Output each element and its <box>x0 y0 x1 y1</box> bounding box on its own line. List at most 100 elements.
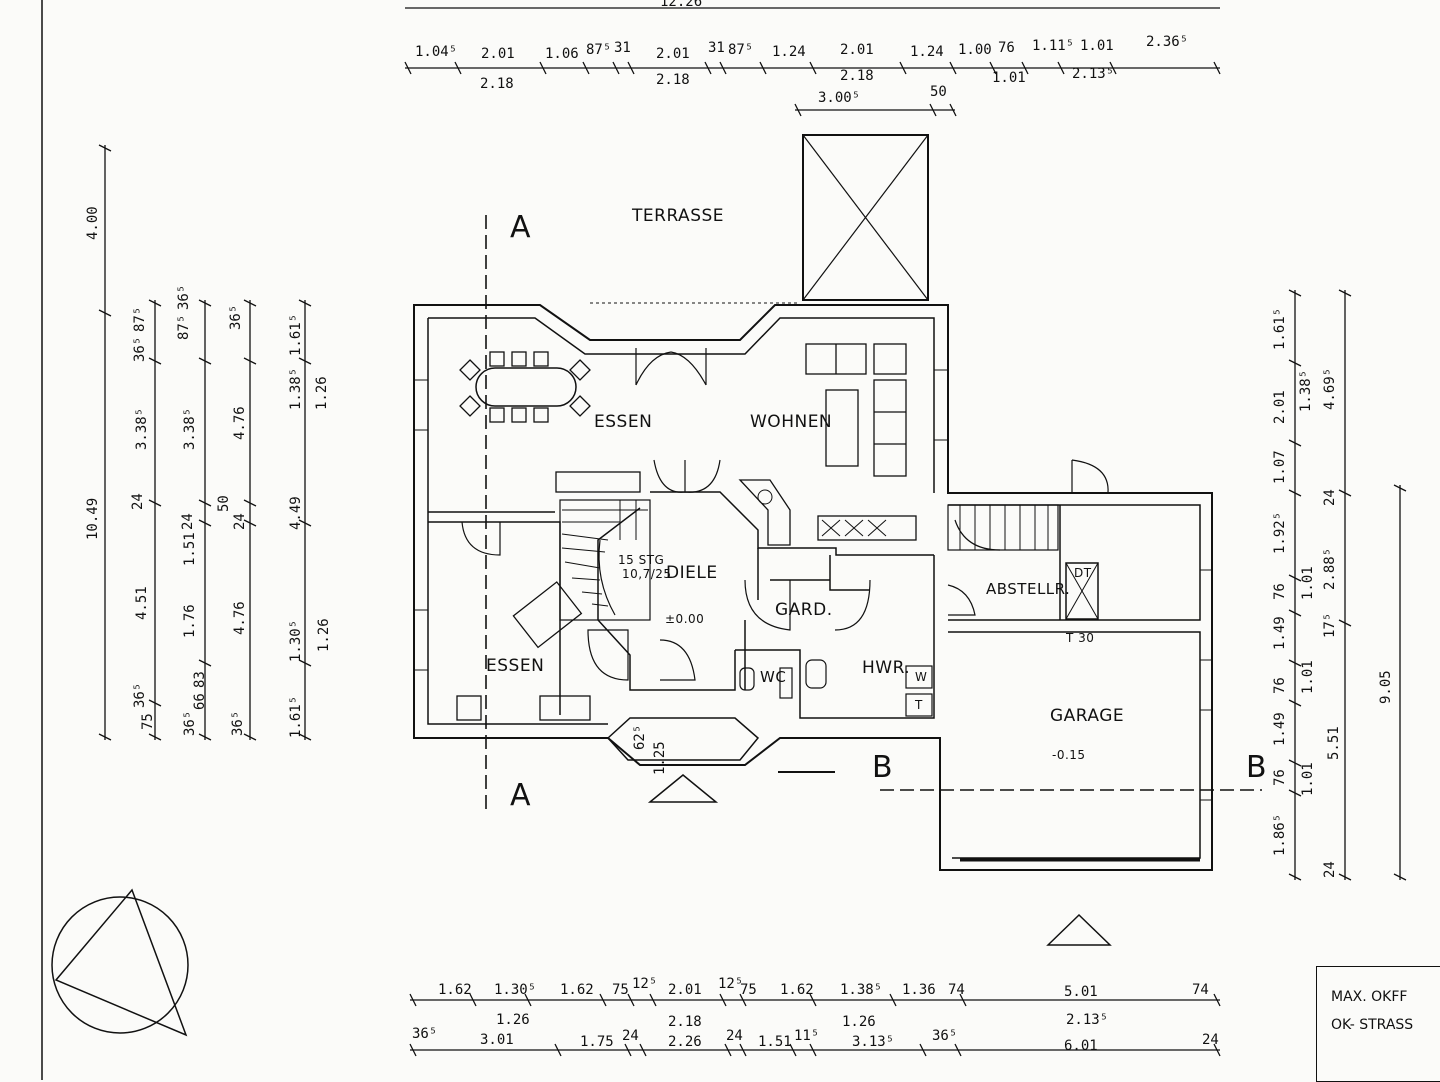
dim-bottom: 1.62 <box>438 982 472 998</box>
dim-left-col2: 24 <box>130 493 146 510</box>
dim-top: 1.11⁵ <box>1032 38 1075 54</box>
dim-right-col4: 9.05 <box>1378 670 1394 704</box>
dim-right-col1: 1.49 <box>1272 712 1288 746</box>
dim-bottom-row3: 24 <box>1202 1032 1219 1048</box>
room-label-hwr: HWR. <box>862 658 911 678</box>
dim-top-row2: 2.18 <box>480 76 514 92</box>
dim-bottom: 1.30⁵ <box>494 982 537 998</box>
dim-right-col2: 24 <box>1322 861 1338 878</box>
dim-right-col1: 2.01 <box>1272 390 1288 424</box>
dim-bottom-row3: 24 <box>622 1028 639 1044</box>
dim-bottom: 74 <box>1192 982 1209 998</box>
dim-bottom-row2: 1.26 <box>842 1014 876 1030</box>
dim-right-col1: 1.92⁵ <box>1272 511 1288 554</box>
dim-top: 1.01 <box>1080 38 1114 54</box>
room-label-wohnen: WOHNEN <box>750 412 833 432</box>
dim-canopy: 3.00⁵ <box>818 90 861 106</box>
dim-top: 2.01 <box>481 46 515 62</box>
room-label-terrasse: TERRASSE <box>632 206 725 226</box>
dim-canopy: 50 <box>930 84 947 100</box>
dim-left-col4: 4.76 <box>232 406 248 440</box>
dim-bottom-row3: 1.51 <box>758 1034 792 1050</box>
dim-left-col3: 83 <box>192 671 208 688</box>
dim-left-col4: 50 <box>216 495 232 512</box>
dim-right-col1: 76 <box>1272 583 1288 600</box>
dim-top: 1.04⁵ <box>415 44 458 60</box>
dim-left-col3: 87⁵ <box>176 314 192 340</box>
dim-bottom-row3: 3.13⁵ <box>852 1034 895 1050</box>
dim-left-col2: 87⁵ <box>132 306 148 332</box>
dim-top: 2.01 <box>840 42 874 58</box>
dim-left-col1: 4.00 <box>85 206 101 240</box>
dim-bottom: 12⁵ <box>718 976 744 992</box>
dim-bottom-row3: 3.01 <box>480 1032 514 1048</box>
dim-bottom-row2: 2.13⁵ <box>1066 1012 1109 1028</box>
dim-right-col1: 76 <box>1272 769 1288 786</box>
dim-top: 1.24 <box>772 44 806 60</box>
dim-top: 76 <box>998 40 1015 56</box>
chimney-label: DT <box>1074 566 1092 580</box>
dim-left-col2: 75 <box>140 713 156 730</box>
room-label-essen-main: ESSEN <box>594 412 653 432</box>
dim-top: 1.24 <box>910 44 944 60</box>
dim-bay: 62⁵ <box>632 724 648 750</box>
dim-bottom: 74 <box>948 982 965 998</box>
section-a-bottom: A <box>510 778 532 813</box>
dim-bottom: 1.62 <box>780 982 814 998</box>
dim-bottom-row2: 1.26 <box>496 1012 530 1028</box>
dim-bottom: 12⁵ <box>632 976 658 992</box>
door-rating: T 30 <box>1066 631 1095 645</box>
dim-left-col5: 4.49 <box>288 496 304 530</box>
section-a-top: A <box>510 210 532 245</box>
room-label-essen-small: ESSEN <box>486 656 545 676</box>
room-label-abstellr: ABSTELLR. <box>986 580 1071 598</box>
dim-top: 1.06 <box>545 46 579 62</box>
title-block: MAX. OKFF OK- STRASS <box>1316 966 1440 1082</box>
dim-right-col3: 5.51 <box>1326 726 1342 760</box>
dim-top: 31 <box>708 40 725 56</box>
dim-left-col3: 1.51 <box>182 532 198 566</box>
dim-left-col5: 1.61⁵ <box>288 313 304 356</box>
dim-left-col2: 36⁵ <box>132 336 148 362</box>
dim-right-col2: 24 <box>1322 489 1338 506</box>
room-label-diele: DIELE <box>666 563 718 583</box>
room-label-garage: GARAGE <box>1050 706 1125 726</box>
dim-bottom-row3: 11⁵ <box>794 1028 820 1044</box>
dim-top: 87⁵ <box>728 42 754 58</box>
dim-left-col2: 4.51 <box>134 586 150 620</box>
dim-left-col2: 3.38⁵ <box>134 407 150 450</box>
washer-label: W <box>915 670 928 684</box>
dim-right-col3: 4.69⁵ <box>1322 367 1338 410</box>
diele-level: ±0.00 <box>665 612 705 626</box>
dim-bottom: 1.62 <box>560 982 594 998</box>
section-b-left: B <box>872 750 894 785</box>
stair-steps: 15 STG <box>618 553 665 567</box>
dim-top-row2: 2.13⁵ <box>1072 66 1115 82</box>
dim-right-col1: 76 <box>1272 677 1288 694</box>
section-b-right: B <box>1246 750 1268 785</box>
room-label-gard: GARD. <box>775 600 833 620</box>
dim-right-col3: 2.88⁵ <box>1322 547 1338 590</box>
dim-bottom: 5.01 <box>1064 984 1098 1000</box>
dim-bottom: 1.38⁵ <box>840 982 883 998</box>
dryer-label: T <box>915 698 923 712</box>
dim-bottom: 1.36 <box>902 982 936 998</box>
title-block-line2: OK- STRASS <box>1331 1017 1414 1033</box>
dim-bottom: 75 <box>612 982 629 998</box>
dim-top: 87⁵ <box>586 42 612 58</box>
dim-left-col3: 36⁵ <box>182 710 198 736</box>
dim-left-col5: 1.38⁵ <box>288 367 304 410</box>
dim-top-overall: 12.26 <box>660 0 703 10</box>
dim-left-col6: 1.26 <box>316 618 332 652</box>
dim-left-col3: 24 <box>180 513 196 530</box>
dim-top: 31 <box>614 40 631 56</box>
dim-bottom-row3: 24 <box>726 1028 743 1044</box>
dim-top-row2: 2.18 <box>840 68 874 84</box>
dim-bottom: 2.01 <box>668 982 702 998</box>
dim-left-col4: 24 <box>232 513 248 530</box>
dim-bottom-row3: 36⁵ <box>932 1028 958 1044</box>
dim-bottom-row3: 6.01 <box>1064 1038 1098 1054</box>
dim-left-col5: 1.30⁵ <box>288 619 304 662</box>
dim-left-col3: 3.38⁵ <box>182 407 198 450</box>
